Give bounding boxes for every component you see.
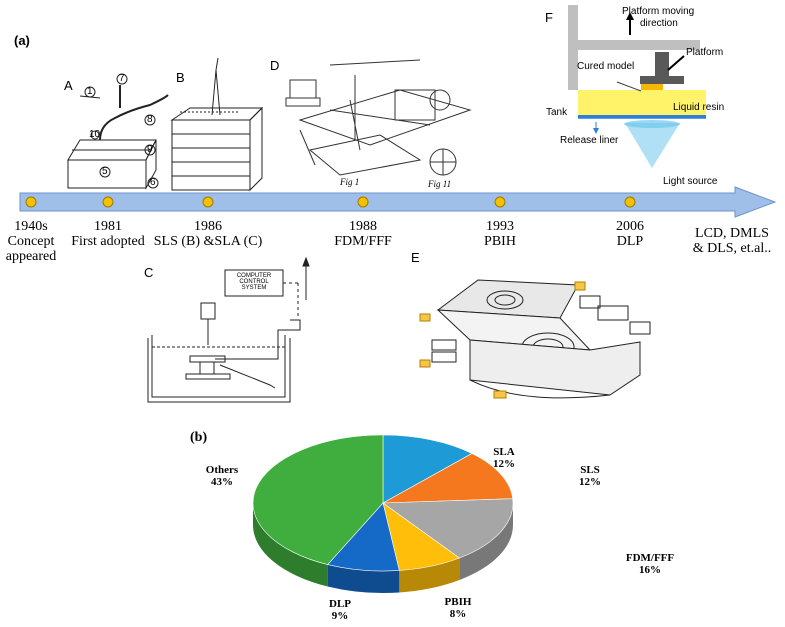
pie-label-name: PBIH	[444, 596, 472, 608]
timeline-dot	[102, 196, 114, 208]
pie-side-fdmfff	[459, 503, 513, 581]
pie-side-pbih	[399, 558, 460, 593]
panel-a-number: 1	[87, 86, 93, 97]
pie-chart	[252, 434, 514, 594]
timeline-event-2006: 2006 DLP	[595, 219, 665, 249]
pie-slice-others	[252, 434, 384, 565]
timeline-dot	[494, 196, 506, 208]
pie-label-others: Others 43%	[198, 464, 246, 488]
pie-label-name: DLP	[329, 598, 351, 610]
panel-a-number: 10	[89, 129, 101, 140]
pie-slice-sls	[382, 453, 514, 504]
panel-d-caption-1: Fig 1	[340, 177, 360, 187]
timeline-event-1986: 1986 SLS (B) &SLA (C)	[148, 219, 268, 249]
f-label-platform: Platform	[686, 47, 724, 58]
timeline-event-1940s: 1940s Concept appeared	[0, 219, 62, 264]
event-label: Concept	[7, 234, 55, 249]
timeline-end-label: LCD, DMLS & DLS, et.al..	[680, 226, 784, 256]
pie-label-pbih: PBIH 8%	[438, 596, 478, 620]
pie-label-value: 8%	[449, 608, 467, 620]
timeline-dots	[25, 196, 636, 208]
pie-label-value: 43%	[211, 476, 233, 488]
panel-d-caption-2: Fig 11	[428, 179, 452, 189]
event-year: 1981	[94, 219, 122, 234]
pie-label-sla: SLA 12%	[484, 446, 524, 470]
pie-label-value: 9%	[331, 610, 349, 622]
event-year: 1940s	[14, 219, 48, 234]
f-label-tank: Tank	[546, 107, 568, 118]
f-label-release-liner: Release liner	[560, 135, 619, 146]
timeline-arrow	[19, 186, 777, 218]
timeline-event-1993: 1993 PBIH	[460, 219, 540, 249]
pie-label-sls: SLS 12%	[570, 464, 610, 488]
end-label-line-2: & DLS, et.al..	[692, 241, 772, 256]
event-year: 1988	[349, 219, 377, 234]
panel-a-drawing	[67, 73, 169, 190]
pie-label-name: SLS	[580, 464, 600, 476]
timeline-dot	[357, 196, 369, 208]
panel-label-b: B	[176, 70, 185, 85]
figure-label-a: (a)	[14, 33, 30, 48]
pie-side-dlp	[327, 564, 400, 594]
event-label: PBIH	[484, 234, 516, 249]
timeline-event-1981: 1981 First adopted	[60, 219, 156, 249]
pie-label-value: 12%	[493, 458, 515, 470]
f-label-direction: direction	[640, 18, 678, 29]
event-year: 1993	[486, 219, 514, 234]
pie-label-fdm: FDM/FFF 16%	[618, 552, 682, 576]
event-year: 2006	[616, 219, 644, 234]
panel-a-number: 7	[119, 73, 125, 84]
timeline-dot	[202, 196, 214, 208]
f-label-light-source: Light source	[663, 176, 718, 187]
f-label-cured-model: Cured model	[577, 61, 635, 72]
event-year: 1986	[194, 219, 222, 234]
figure-label-b: (b)	[190, 430, 208, 445]
timeline-event-1988: 1988 FDM/FFF	[323, 219, 403, 249]
panel-a-number: 6	[150, 177, 156, 188]
pie-label-dlp: DLP 9%	[320, 598, 360, 622]
event-label: DLP	[616, 234, 644, 249]
event-label: SLS (B) &SLA (C)	[153, 234, 263, 249]
panel-a-number: 8	[147, 114, 153, 125]
panel-e-drawing	[419, 279, 651, 399]
pie-slice-sla	[382, 434, 473, 504]
panel-label-a: A	[64, 78, 73, 93]
event-label: First adopted	[71, 234, 145, 249]
event-label: appeared	[5, 249, 57, 264]
timeline-dot	[25, 196, 37, 208]
f-label-liquid-resin: Liquid resin	[673, 102, 725, 113]
timeline-dot	[624, 196, 636, 208]
panel-label-d: D	[270, 58, 280, 73]
panel-f-drawing	[568, 5, 706, 168]
event-label: FDM/FFF	[334, 234, 392, 249]
panel-a-number: 5	[102, 166, 108, 177]
pie-side-others	[253, 503, 328, 587]
pie-label-value: 12%	[579, 476, 601, 488]
panel-label-f: F	[545, 10, 553, 25]
panel-a-number: 9	[147, 144, 153, 155]
pie-label-value: 16%	[639, 564, 661, 576]
panel-c-drawing	[147, 256, 310, 403]
panel-label-e: E	[411, 250, 420, 265]
panel-b-drawing	[170, 57, 264, 192]
f-label-platform-moving: Platform moving	[622, 6, 695, 17]
pie-label-name: SLA	[493, 446, 515, 458]
panel-label-c: C	[144, 265, 154, 280]
pie-label-name: Others	[205, 464, 239, 476]
pie-slice-fdmfff	[382, 498, 514, 559]
panel-c-box-text: COMPUTER CONTROL SYSTEM	[236, 273, 272, 291]
end-label-line-1: LCD, DMLS	[695, 226, 769, 241]
panel-d-drawing	[285, 59, 472, 176]
pie-label-name: FDM/FFF	[625, 552, 675, 564]
